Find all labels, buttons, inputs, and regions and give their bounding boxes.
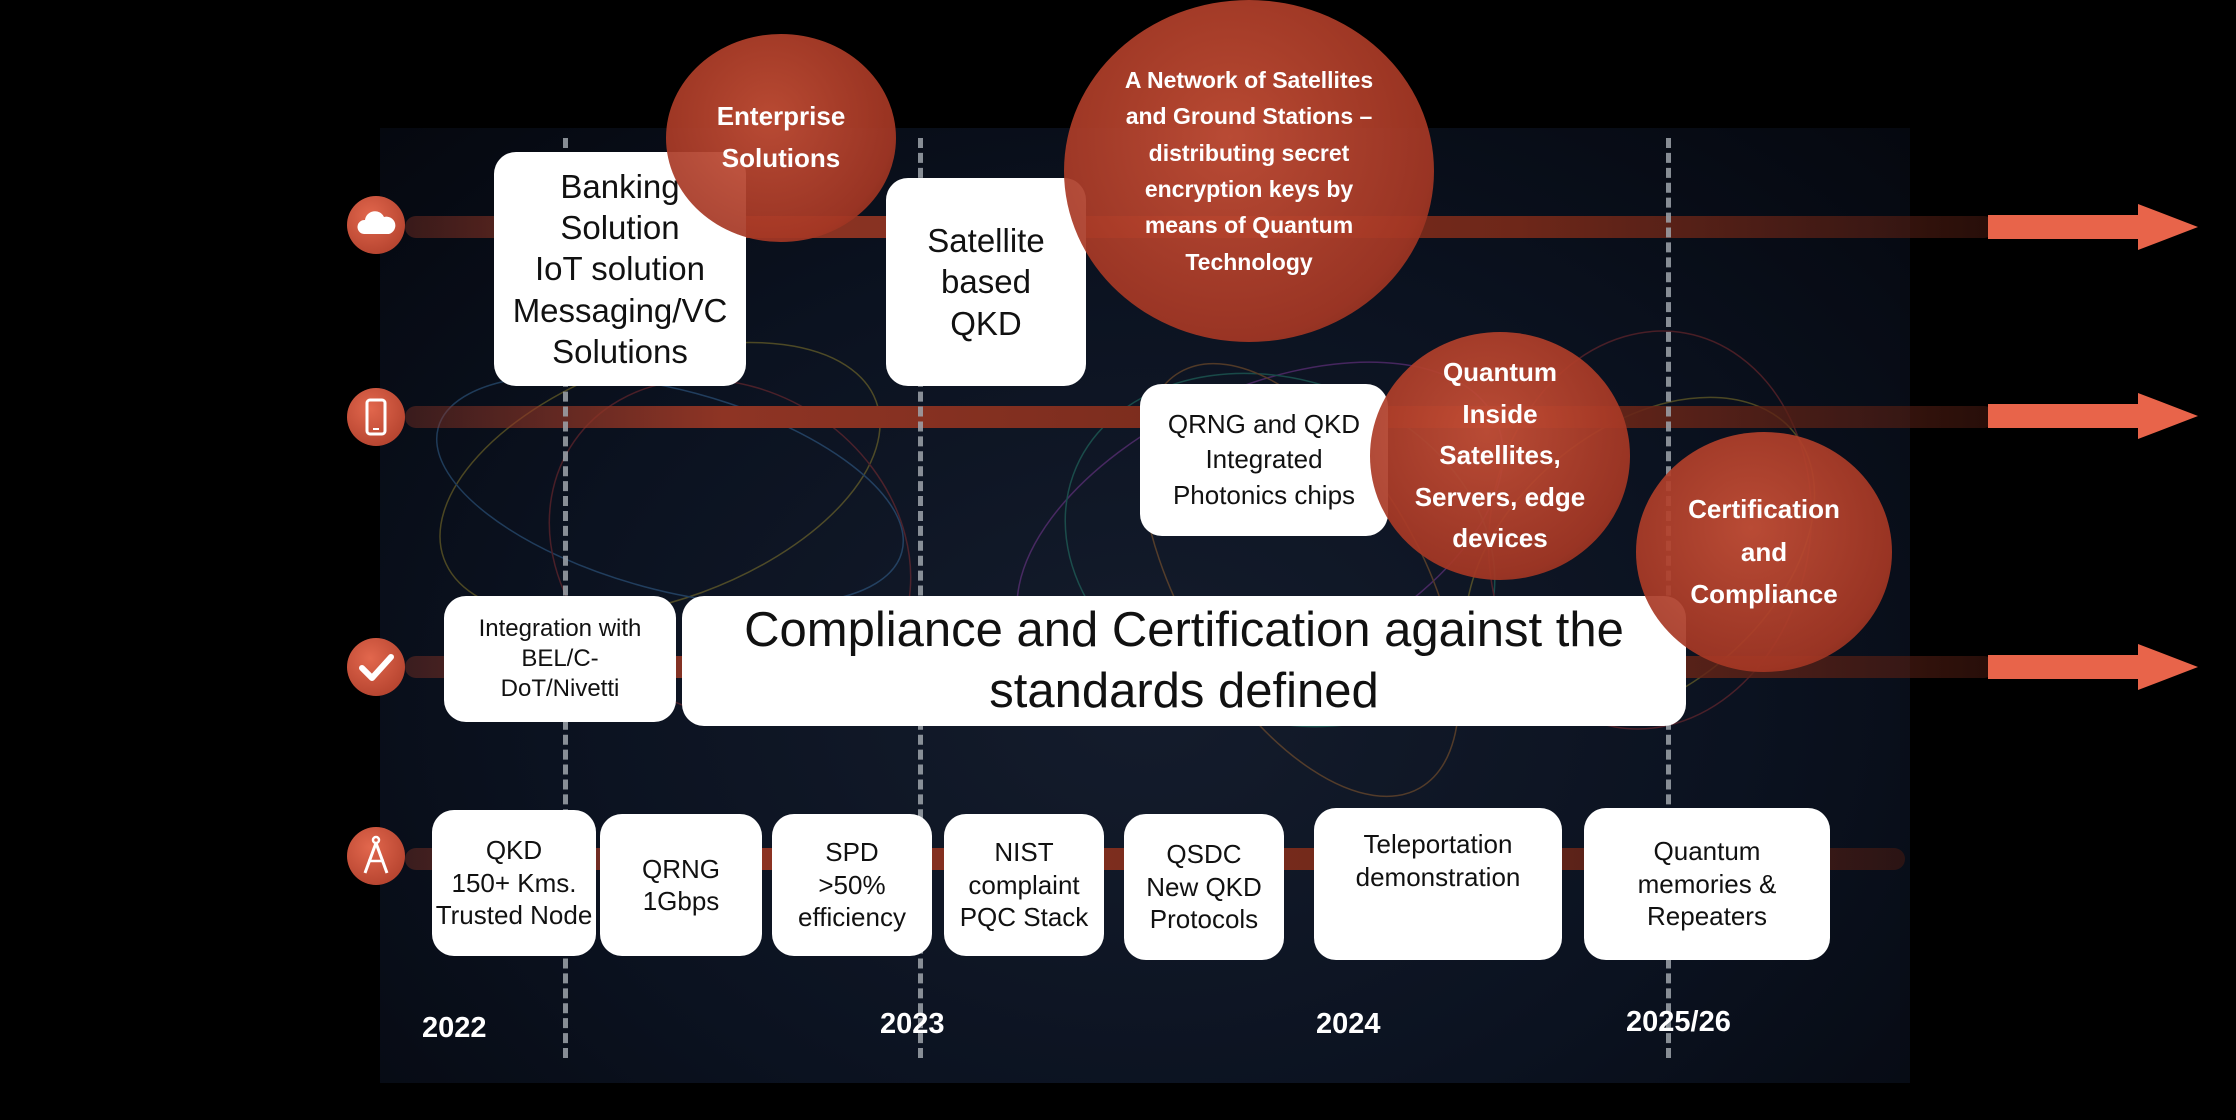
compliance-certification-box: Compliance and Certification against the…: [682, 596, 1686, 726]
year-label-2023: 2023: [880, 1008, 945, 1040]
year-label-2024: 2024: [1316, 1008, 1381, 1040]
compass-icon: [347, 827, 405, 885]
lane-device-arrow: [1988, 393, 2198, 439]
checkmark-icon: [347, 638, 405, 696]
quantum-inside-bubble: Quantum Inside Satellites, Servers, edge…: [1370, 332, 1630, 580]
research-milestone-box: Teleportation demonstration: [1314, 808, 1562, 960]
research-milestone-box: Quantum memories & Repeaters: [1584, 808, 1830, 960]
research-milestone-box: QKD 150+ Kms. Trusted Node: [432, 810, 596, 956]
satellite-qkd-box: Satellite based QKD: [886, 178, 1086, 386]
lane-compliance-arrow: [1988, 644, 2198, 690]
integration-box: Integration with BEL/C- DoT/Nivetti: [444, 596, 676, 722]
research-milestone-box: QRNG 1Gbps: [600, 814, 762, 956]
research-milestone-box: SPD >50% efficiency: [772, 814, 932, 956]
year-label-2022: 2022: [422, 1012, 487, 1044]
satellite-network-bubble: A Network of Satellites and Ground Stati…: [1064, 0, 1434, 342]
enterprise-solutions-bubble: Enterprise Solutions: [666, 34, 896, 242]
smartphone-icon: [347, 388, 405, 446]
lane-cloud-arrow: [1988, 204, 2198, 250]
photonics-chips-box: QRNG and QKD Integrated Photonics chips: [1140, 384, 1388, 536]
cloud-icon: [347, 196, 405, 254]
year-label-2025-26: 2025/26: [1626, 1006, 1731, 1038]
certification-compliance-bubble: Certification and Compliance: [1636, 432, 1892, 672]
research-milestone-box: NIST complaint PQC Stack: [944, 814, 1104, 956]
research-milestone-box: QSDC New QKD Protocols: [1124, 814, 1284, 960]
